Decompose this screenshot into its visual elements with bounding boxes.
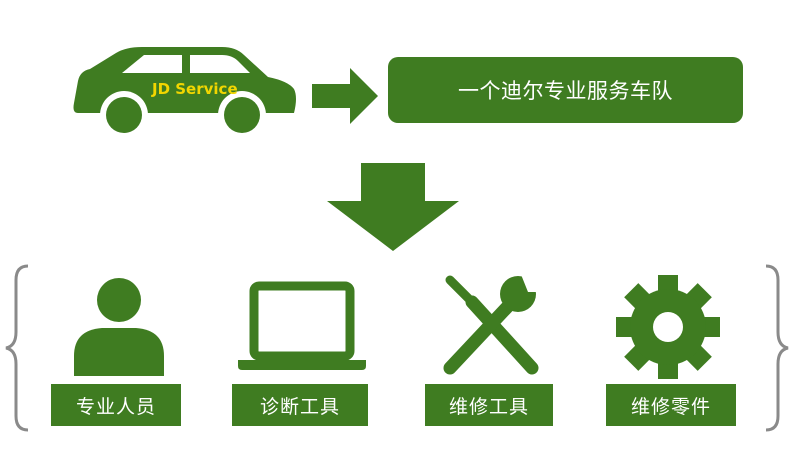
- label-repair-parts: 维修零件: [606, 384, 736, 426]
- right-brace-icon: [765, 264, 789, 432]
- person-icon: [74, 278, 164, 376]
- label-professional-staff: 专业人员: [51, 384, 181, 426]
- car-icon: [73, 47, 296, 139]
- car-label: JD Service: [152, 80, 238, 98]
- left-brace-icon: [5, 264, 29, 432]
- gear-icon: [616, 275, 720, 379]
- arrow-right-icon: [312, 68, 378, 124]
- arrow-down-icon: [327, 163, 459, 251]
- wrench-screwdriver-icon: [443, 272, 542, 375]
- label-diagnostic-tools: 诊断工具: [232, 384, 368, 426]
- fleet-box: 一个迪尔专业服务车队: [388, 57, 743, 123]
- label-repair-tools: 维修工具: [425, 384, 553, 426]
- laptop-icon: [238, 281, 366, 370]
